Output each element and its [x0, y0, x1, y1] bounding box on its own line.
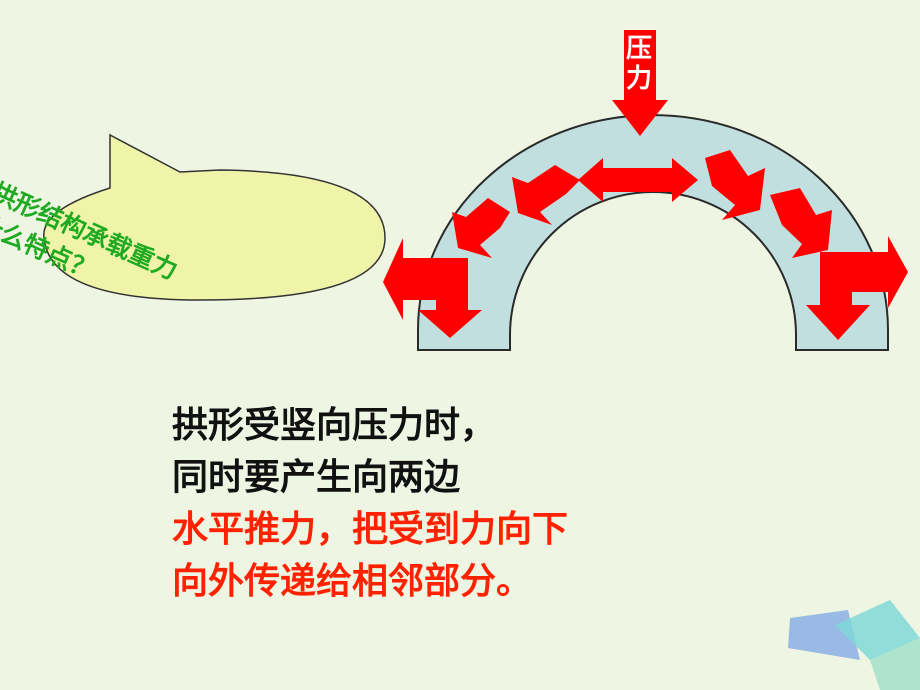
pressure-label-char2: 力: [625, 64, 652, 94]
pressure-label: 压 力: [624, 34, 654, 94]
top-double-arrow: [578, 158, 698, 202]
right-arch-arrow-upper: [705, 150, 765, 220]
pressure-label-char1: 压: [625, 34, 652, 64]
explanation-line4: 向外传递给相邻部分。: [172, 561, 533, 602]
explanation-line3: 水平推力，把受到力向下: [172, 509, 569, 550]
pressure-arrow: [612, 30, 668, 136]
corner-decoration: [788, 600, 920, 690]
explanation-line1: 拱形受竖向压力时，: [172, 405, 497, 446]
explanation-line2: 同时要产生向两边: [172, 457, 461, 498]
right-foot-arrow: [806, 236, 908, 340]
arch: [417, 114, 889, 351]
force-arrows: [383, 150, 908, 340]
left-arch-arrow-upper: [512, 165, 580, 225]
left-foot-arrow: [383, 238, 482, 338]
left-arch-arrow-lower: [452, 198, 510, 258]
explanation-text: 拱形受竖向压力时， 同时要产生向两边 水平推力，把受到力向下 向外传递给相邻部分…: [172, 400, 568, 608]
speech-bubble: [43, 133, 386, 301]
right-arch-arrow-lower: [770, 188, 832, 258]
